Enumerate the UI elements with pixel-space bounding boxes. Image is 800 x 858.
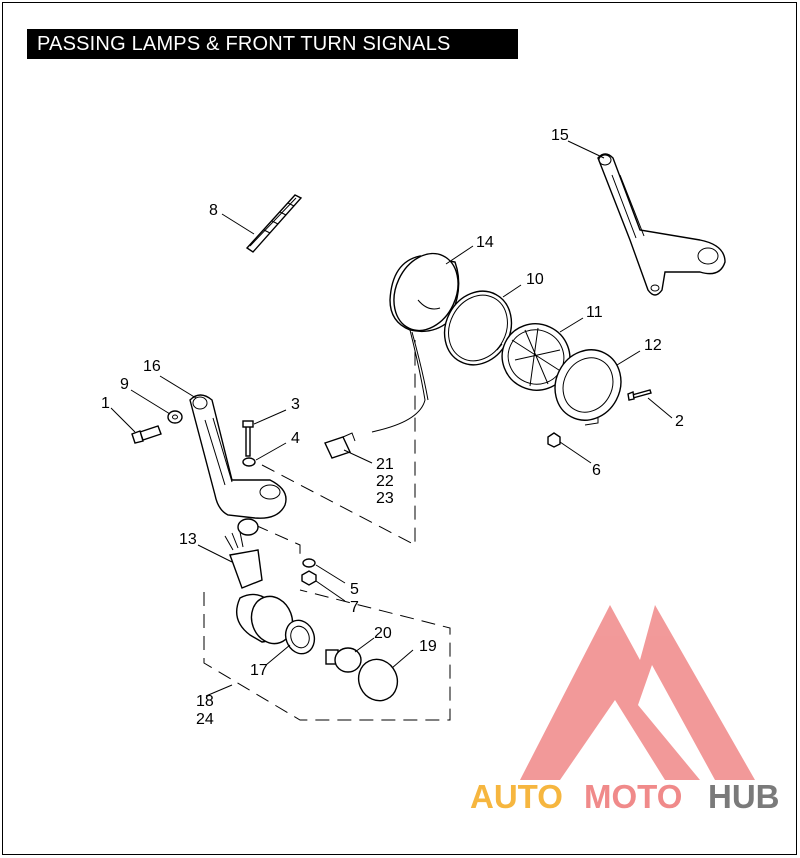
part-17-signal-housing — [236, 593, 316, 655]
callout-13: 13 — [179, 531, 197, 548]
part-14-lamp-housing — [371, 252, 460, 433]
part-12-trim-ring — [554, 349, 622, 426]
part-3-screw — [242, 420, 254, 457]
callout-5: 5 — [350, 581, 359, 598]
callout-9: 9 — [120, 376, 129, 393]
part-20-bulb — [325, 647, 362, 673]
part-1-bolt — [131, 425, 162, 444]
callout-24: 24 — [196, 711, 214, 728]
callout-4: 4 — [291, 430, 300, 447]
part-16-lamp-bracket — [189, 394, 287, 536]
callout-1: 1 — [101, 395, 110, 412]
callout-17: 17 — [250, 662, 268, 679]
part-19-lens — [357, 658, 399, 702]
callout-14: 14 — [476, 234, 494, 251]
watermark-auto: AUTO — [470, 778, 563, 815]
callout-11: 11 — [586, 304, 603, 321]
watermark-hub: HUB — [708, 778, 780, 815]
callout-19: 19 — [419, 638, 437, 655]
callout-3: 3 — [291, 396, 300, 413]
part-5-washer — [302, 558, 316, 568]
diagram-title: PASSING LAMPS & FRONT TURN SIGNALS — [27, 29, 518, 59]
callout-2: 2 — [675, 413, 684, 430]
assembly-line-lamp — [261, 340, 416, 546]
callout-12: 12 — [644, 337, 662, 354]
callout-22: 22 — [376, 473, 394, 490]
callout-18: 18 — [196, 693, 214, 710]
callout-6: 6 — [592, 462, 601, 479]
callout-15: 15 — [551, 127, 569, 144]
part-7-nut — [301, 570, 317, 586]
callout-7: 7 — [350, 599, 359, 616]
callout-16: 16 — [143, 358, 161, 375]
callout-20: 20 — [374, 625, 392, 642]
watermark-mark — [520, 605, 755, 780]
part-10-inner — [448, 294, 508, 362]
watermark-moto: MOTO — [584, 778, 682, 815]
assembly-line-signal — [203, 589, 451, 721]
part-2-screw — [627, 389, 652, 401]
callout-10: 10 — [526, 271, 544, 288]
part-15-mount-bracket — [597, 153, 726, 296]
callout-21: 21 — [376, 456, 394, 473]
part-13-signal-mount — [224, 531, 263, 589]
part-4-washer — [242, 457, 256, 467]
part-6-nut — [547, 432, 561, 448]
part-9-washer — [167, 410, 183, 424]
part-21-connector — [324, 432, 356, 459]
part-8-cable-strap — [245, 194, 303, 253]
leader-lines — [110, 140, 673, 697]
callout-23: 23 — [376, 490, 394, 507]
part-9-hole — [172, 414, 178, 420]
assembly-line-bracket — [254, 524, 301, 560]
callout-8: 8 — [209, 202, 218, 219]
watermark-logo — [520, 605, 755, 780]
